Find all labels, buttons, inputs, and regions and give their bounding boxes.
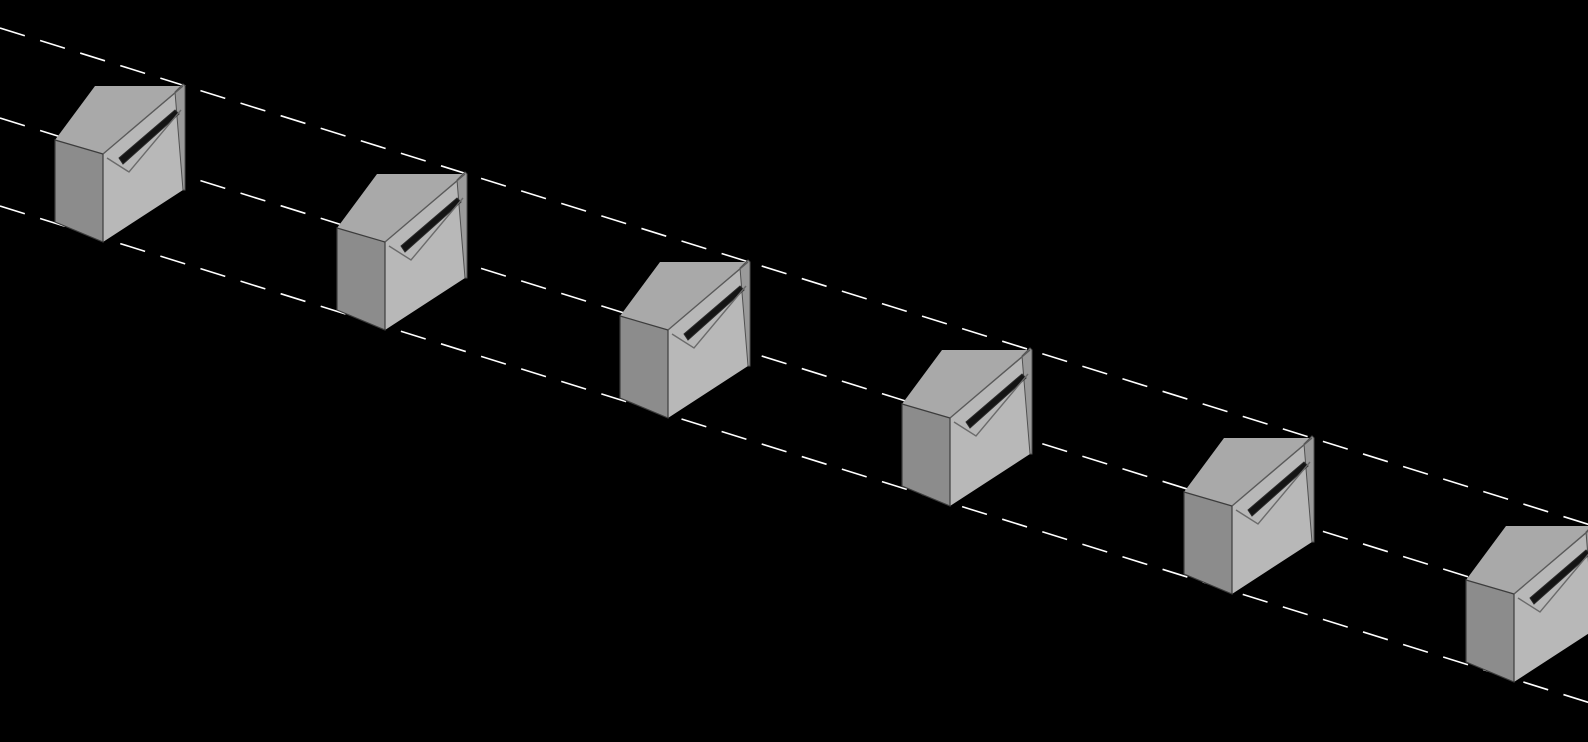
mailbox-side-edge — [901, 403, 951, 507]
mailbox-slot — [118, 109, 180, 165]
mailbox-slot — [683, 285, 745, 341]
mailbox — [619, 259, 751, 419]
guide-line-bottom — [0, 205, 1588, 704]
guide-line-middle — [0, 117, 1588, 616]
mailbox-flap-lip — [456, 171, 468, 279]
mailbox-top-edge — [1231, 437, 1313, 507]
mailbox — [1465, 526, 1588, 683]
mailbox-flap-line — [1517, 553, 1588, 613]
mailbox-top-face — [55, 86, 183, 154]
mailbox-side-edge — [619, 315, 669, 419]
mailbox-flap-line — [1235, 461, 1311, 525]
mailbox-flap-lip — [174, 83, 186, 191]
guide-line-top — [0, 27, 1588, 526]
mailbox-top-face — [337, 174, 465, 242]
mailbox — [901, 347, 1033, 507]
guide-lines — [0, 27, 1588, 704]
mailbox-slot — [400, 197, 462, 253]
mailbox-side-edge — [1465, 579, 1515, 683]
mailbox-side-face — [1466, 580, 1514, 682]
mailbox-top-face — [1466, 526, 1588, 594]
mailbox-slot — [1529, 549, 1588, 605]
mailbox-side-face — [337, 228, 385, 330]
mailbox — [1183, 435, 1315, 595]
mailbox-top-edge — [949, 349, 1031, 419]
mailbox-side-face — [55, 140, 103, 242]
mailbox — [54, 83, 186, 243]
mailbox-side-face — [902, 404, 950, 506]
mailbox — [336, 171, 468, 331]
mailbox-flap-lip — [739, 259, 751, 367]
mailbox-slot — [965, 373, 1027, 429]
mailbox-flap-line — [953, 373, 1029, 437]
mailbox-row — [54, 83, 1588, 683]
mailbox-side-edge — [54, 139, 104, 243]
mailbox-side-edge — [336, 227, 386, 331]
mailbox-top-edge — [1513, 530, 1588, 595]
mailbox-flap-lip — [1303, 435, 1315, 543]
mailbox-top-edge — [384, 173, 466, 243]
mailbox-flap-line — [671, 285, 747, 349]
mailbox-top-face — [902, 350, 1030, 418]
mailbox-flap-lip — [1021, 347, 1033, 455]
mailbox-slot — [1247, 461, 1309, 517]
mailbox-top-face — [1184, 438, 1312, 506]
mailbox-top-face — [620, 262, 748, 330]
mailbox-flap-line — [106, 109, 182, 173]
mailbox-top-edge — [102, 85, 184, 155]
mailbox-side-edge — [1183, 491, 1233, 595]
mailbox-side-face — [620, 316, 668, 418]
mailbox-flap-line — [388, 197, 464, 261]
mailbox-top-edge — [667, 261, 749, 331]
mailbox-side-face — [1184, 492, 1232, 594]
